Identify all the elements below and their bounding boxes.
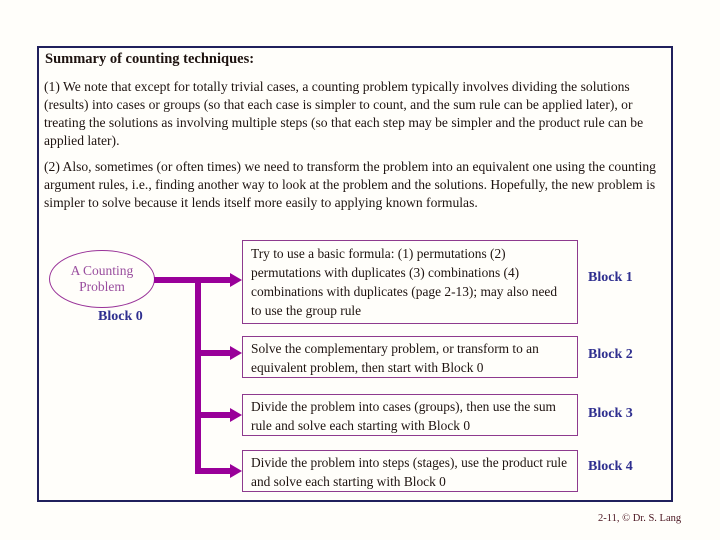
block4-label: Block 4 bbox=[588, 459, 633, 474]
slide-title: Summary of counting techniques: bbox=[45, 51, 255, 67]
counting-problem-ellipse: A Counting Problem bbox=[49, 250, 155, 308]
flow-box-3: Divide the problem into cases (groups), … bbox=[242, 394, 578, 436]
arrow-branch-4 bbox=[195, 468, 230, 474]
paragraph-1: (1) We note that except for totally triv… bbox=[44, 79, 644, 148]
flow-box-4: Divide the problem into steps (stages), … bbox=[242, 450, 578, 492]
arrow-trunk bbox=[195, 277, 201, 474]
block3-label: Block 3 bbox=[588, 406, 633, 421]
flow-box-2: Solve the complementary problem, or tran… bbox=[242, 336, 578, 378]
slide-footer: 2-11, © Dr. S. Lang bbox=[598, 513, 682, 524]
arrow-branch-2 bbox=[195, 350, 230, 356]
block2-label: Block 2 bbox=[588, 347, 633, 362]
flow-box-1: Try to use a basic formula: (1) permutat… bbox=[242, 240, 578, 324]
paragraph-2: (2) Also, sometimes (or often times) we … bbox=[44, 159, 656, 210]
block0-label: Block 0 bbox=[98, 309, 143, 324]
arrow-branch-1 bbox=[154, 277, 230, 283]
arrowhead-icon bbox=[230, 408, 242, 422]
block1-label: Block 1 bbox=[588, 270, 633, 285]
arrowhead-icon bbox=[230, 273, 242, 287]
ellipse-label-line1: A Counting bbox=[70, 263, 134, 278]
ellipse-label-line2: Problem bbox=[79, 279, 125, 294]
slide-border bbox=[37, 46, 673, 502]
arrowhead-icon bbox=[230, 346, 242, 360]
arrowhead-icon bbox=[230, 464, 242, 478]
arrow-branch-3 bbox=[195, 412, 230, 418]
